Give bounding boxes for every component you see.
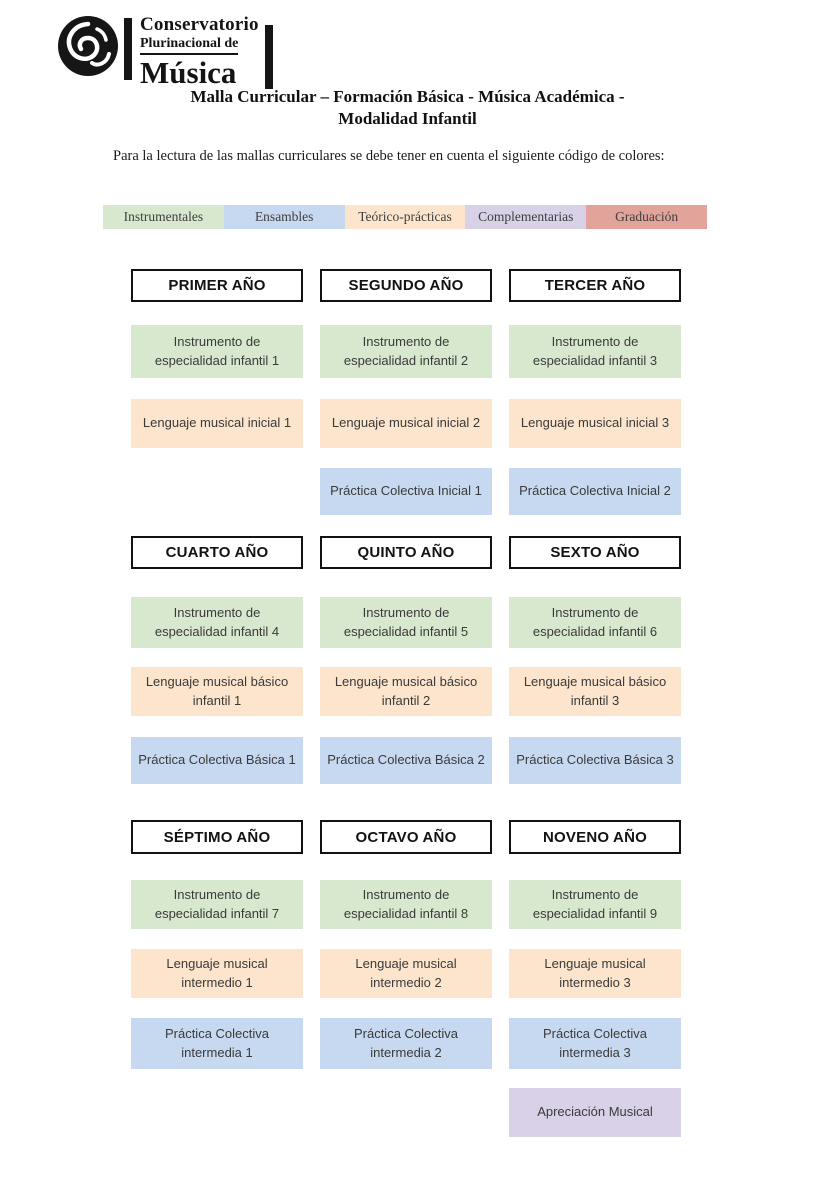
course-lenguaje-inicial-2: Lenguaje musical inicial 2 [320,399,492,448]
logo: Conservatorio Plurinacional de Música [57,15,273,89]
year-header-sexto-ano: SEXTO AÑO [509,536,681,569]
course-apreciacion-musical: Apreciación Musical [509,1088,681,1137]
year-header-primer-ano: PRIMER AÑO [131,269,303,302]
page-title: Malla Curricular – Formación Básica - Mú… [0,86,815,131]
course-lenguaje-basico-3: Lenguaje musical básico infantil 3 [509,667,681,716]
course-practica-colectiva-basica-2: Práctica Colectiva Básica 2 [320,737,492,784]
course-lenguaje-intermedio-3: Lenguaje musical intermedio 3 [509,949,681,998]
year-header-tercer-ano: TERCER AÑO [509,269,681,302]
logo-wordmark: Conservatorio Plurinacional de Música [140,15,259,88]
logo-line3: Música [140,55,237,90]
course-lenguaje-intermedio-1: Lenguaje musical intermedio 1 [131,949,303,998]
course-instrumento-especialidad-7: Instrumento de especialidad infantil 7 [131,880,303,929]
course-practica-colectiva-inicial-2: Práctica Colectiva Inicial 2 [509,468,681,515]
course-lenguaje-basico-1: Lenguaje musical básico infantil 1 [131,667,303,716]
conservatory-emblem-icon [58,16,118,76]
logo-divider-left [124,18,132,80]
page-title-line1: Malla Curricular – Formación Básica - Mú… [190,87,625,106]
course-practica-colectiva-intermedia-2: Práctica Colectiva intermedia 2 [320,1018,492,1069]
course-instrumento-especialidad-3: Instrumento de especialidad infantil 3 [509,325,681,378]
course-practica-colectiva-basica-3: Práctica Colectiva Básica 3 [509,737,681,784]
course-lenguaje-inicial-1: Lenguaje musical inicial 1 [131,399,303,448]
year-header-noveno-ano: NOVENO AÑO [509,820,681,854]
legend-item-teorico-practicas: Teórico-prácticas [344,205,466,229]
course-instrumento-especialidad-1: Instrumento de especialidad infantil 1 [131,325,303,378]
course-lenguaje-basico-2: Lenguaje musical básico infantil 2 [320,667,492,716]
course-practica-colectiva-inicial-1: Práctica Colectiva Inicial 1 [320,468,492,515]
course-practica-colectiva-intermedia-1: Práctica Colectiva intermedia 1 [131,1018,303,1069]
page-title-line2: Modalidad Infantil [338,109,477,129]
legend-item-instrumentales: Instrumentales [103,205,224,229]
course-lenguaje-intermedio-2: Lenguaje musical intermedio 2 [320,949,492,998]
course-instrumento-especialidad-6: Instrumento de especialidad infantil 6 [509,597,681,648]
logo-line2: Plurinacional de [140,37,239,55]
course-lenguaje-inicial-3: Lenguaje musical inicial 3 [509,399,681,448]
year-header-octavo-ano: OCTAVO AÑO [320,820,492,854]
color-legend: Instrumentales Ensambles Teórico-práctic… [103,205,707,229]
course-instrumento-especialidad-4: Instrumento de especialidad infantil 4 [131,597,303,648]
legend-item-graduacion: Graduación [586,205,707,229]
course-instrumento-especialidad-9: Instrumento de especialidad infantil 9 [509,880,681,929]
year-header-quinto-ano: QUINTO AÑO [320,536,492,569]
year-header-cuarto-ano: CUARTO AÑO [131,536,303,569]
logo-line1: Conservatorio [140,14,259,35]
year-header-septimo-ano: SÉPTIMO AÑO [131,820,303,854]
course-practica-colectiva-basica-1: Práctica Colectiva Básica 1 [131,737,303,784]
course-instrumento-especialidad-8: Instrumento de especialidad infantil 8 [320,880,492,929]
course-practica-colectiva-intermedia-3: Práctica Colectiva intermedia 3 [509,1018,681,1069]
year-header-segundo-ano: SEGUNDO AÑO [320,269,492,302]
course-instrumento-especialidad-2: Instrumento de especialidad infantil 2 [320,325,492,378]
logo-divider-right [264,25,273,89]
intro-paragraph: Para la lectura de las mallas curricular… [113,148,665,164]
course-instrumento-especialidad-5: Instrumento de especialidad infantil 5 [320,597,492,648]
legend-item-ensambles: Ensambles [223,205,345,229]
legend-item-complementarias: Complementarias [465,205,587,229]
